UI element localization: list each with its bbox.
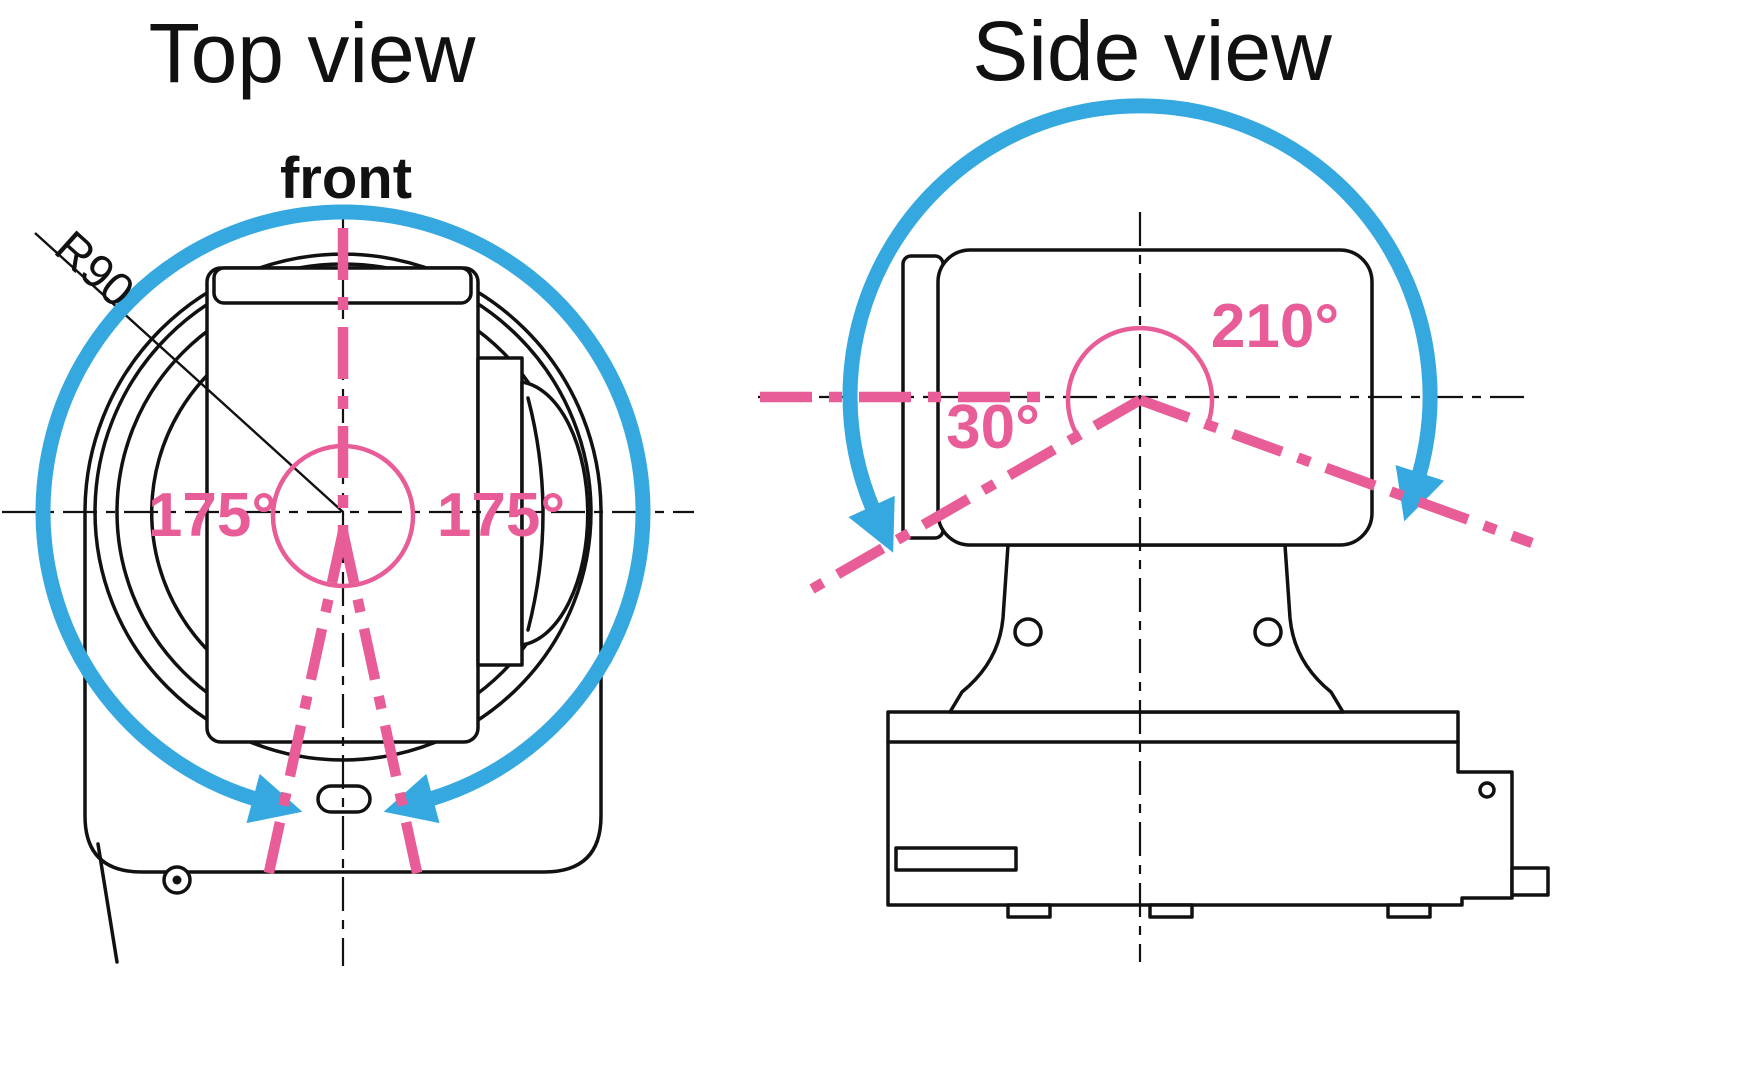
rear-connector <box>1510 866 1550 897</box>
camera-cable <box>96 842 119 964</box>
front-label: front <box>280 146 412 211</box>
pan-limit-right-line <box>337 530 424 879</box>
tilt-pivot-arc <box>1065 325 1215 438</box>
camera-neck <box>948 543 1345 714</box>
lens-detail-curve <box>526 396 545 632</box>
top-view-title: Top view <box>149 6 476 100</box>
base-foot-center <box>1148 903 1194 919</box>
pan-limit-left-line <box>262 530 349 879</box>
screw-center <box>172 875 182 885</box>
tilt-limit-rear-line <box>1138 395 1534 548</box>
shoulder-screw-left <box>1013 617 1043 647</box>
top-view: Top view front R90 175° 175° <box>2 6 694 966</box>
pan-angle-right-label: 175° <box>437 481 565 550</box>
camera-base <box>886 710 1514 907</box>
tilt-range-arc <box>842 98 1445 553</box>
tilt-up-angle-label: 210° <box>1211 292 1339 361</box>
tilt-down-angle-label: 30° <box>946 393 1040 462</box>
base-foot-right <box>1386 903 1432 919</box>
base-foot-left <box>1006 903 1052 919</box>
pan-range-arc <box>35 204 651 824</box>
pan-pivot-circle <box>270 443 416 589</box>
connector-screw <box>1478 781 1496 799</box>
tilt-limit-front-line <box>809 395 1143 594</box>
shoulder-screw-right <box>1253 617 1283 647</box>
side-view: Side view 210° 30° <box>758 4 1550 962</box>
base-slot <box>894 846 1018 872</box>
pan-angle-left-label: 175° <box>148 481 276 550</box>
side-view-title: Side view <box>972 4 1332 98</box>
